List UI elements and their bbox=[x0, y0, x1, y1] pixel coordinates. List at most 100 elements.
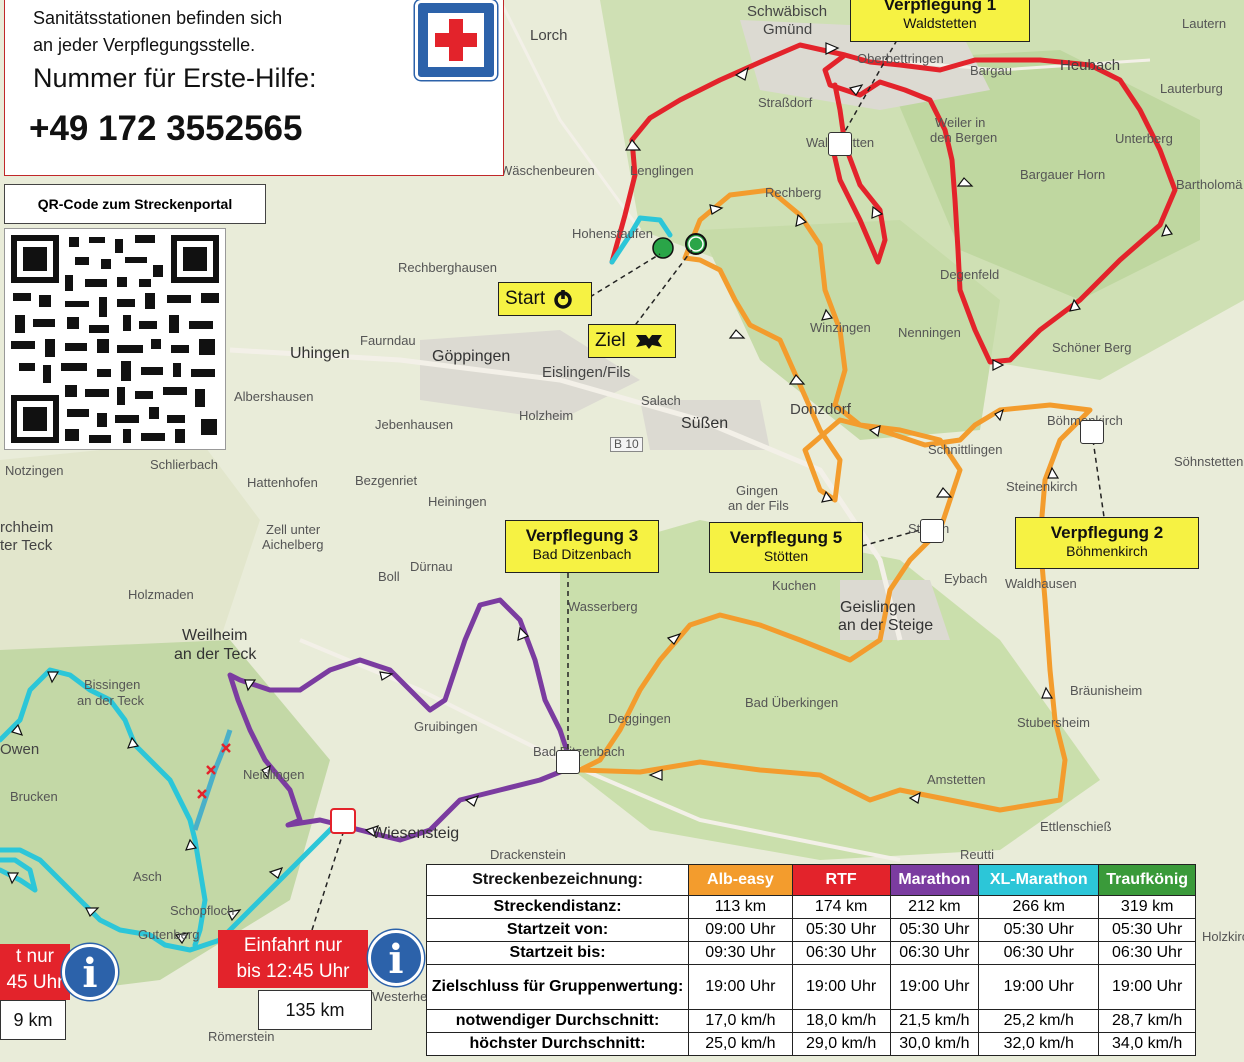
route-marathon bbox=[227, 597, 573, 843]
place-label: Schlierbach bbox=[150, 457, 218, 472]
table-row: Zielschluss für Gruppenwertung: 19:00 Uh… bbox=[425, 964, 1196, 1010]
place-label: Weilheim bbox=[182, 627, 248, 644]
place-label: Schwäbisch bbox=[747, 3, 828, 20]
place-label: Römerstein bbox=[208, 1029, 275, 1044]
route-alb-easy-header: Alb-easy bbox=[688, 864, 793, 896]
place-label: Amstetten bbox=[927, 772, 986, 787]
place-label: Straßdorf bbox=[758, 95, 813, 110]
place-label: Asch bbox=[133, 869, 162, 884]
ziel-label: Ziel bbox=[588, 324, 676, 358]
place-label: Hattenhofen bbox=[247, 475, 318, 490]
place-label: an der Fils bbox=[728, 498, 789, 513]
place-label: Bad Überkingen bbox=[745, 695, 839, 710]
place-label: Brucken bbox=[10, 789, 58, 804]
place-label: Owen bbox=[0, 741, 40, 758]
place-label: Unterberg bbox=[1115, 131, 1173, 146]
place-label: Albershausen bbox=[234, 389, 314, 404]
place-label: Bissingen bbox=[84, 677, 141, 692]
place-label: Nenningen bbox=[898, 325, 961, 340]
place-label: Reutti bbox=[960, 847, 994, 862]
verpflegung-2-label: Verpflegung 2 Böhmenkirch bbox=[1015, 517, 1199, 569]
table-row: Streckendistanz: 113 km 174 km 212 km 26… bbox=[425, 895, 1196, 919]
place-label: Aichelberg bbox=[262, 537, 324, 552]
place-label: Göppingen bbox=[432, 348, 511, 365]
place-label: rchheim bbox=[0, 519, 54, 536]
info-icon: i bbox=[368, 930, 424, 986]
qr-code[interactable] bbox=[4, 228, 226, 450]
place-label: Jebenhausen bbox=[375, 417, 454, 432]
place-label: den Bergen bbox=[930, 130, 998, 145]
route-legend-table: Streckenbezeichnung: Alb-easy RTF Marath… bbox=[425, 864, 1196, 1056]
power-icon bbox=[554, 290, 572, 309]
stopwatch-icon bbox=[330, 808, 356, 834]
place-label: Söhnstetten bbox=[1174, 454, 1244, 469]
place-label: Bräunisheim bbox=[1070, 683, 1143, 698]
road-label: B 10 bbox=[610, 437, 643, 452]
table-row: Startzeit von: 09:00 Uhr 05:30 Uhr 05:30… bbox=[425, 918, 1196, 942]
place-label: Degenfeld bbox=[940, 267, 1000, 282]
place-label: Holzheim bbox=[519, 408, 574, 423]
place-label: Waldhausen bbox=[1005, 576, 1077, 591]
entry-panel-left: t nur 45 Uhr bbox=[0, 944, 70, 1000]
place-label: an der Steige bbox=[838, 617, 934, 634]
place-label: Weiler in bbox=[935, 115, 986, 130]
place-label: Lorch bbox=[530, 27, 568, 44]
verpflegung-1-label: Verpflegung 1 Waldstetten bbox=[850, 0, 1030, 42]
food-station-icon bbox=[828, 132, 852, 156]
entry-km-left: 9 km bbox=[0, 1000, 66, 1040]
place-label: Heubach bbox=[1060, 57, 1121, 74]
place-label: Lauterburg bbox=[1160, 81, 1223, 96]
route-marathon-header: Marathon bbox=[889, 864, 980, 896]
phone-number: +49 172 3552565 bbox=[29, 109, 303, 148]
food-station-icon bbox=[1080, 420, 1104, 444]
place-label: Deggingen bbox=[608, 711, 671, 726]
place-label: Süßen bbox=[681, 415, 729, 432]
place-label: Steinenkirch bbox=[1006, 479, 1078, 494]
place-label: Schnittlingen bbox=[928, 442, 1003, 457]
table-row: höchster Durchschnitt: 25,0 km/h 29,0 km… bbox=[425, 1032, 1196, 1056]
place-label: Wäschenbeuren bbox=[500, 163, 595, 178]
route-xl-marathon-header: XL-Marathon bbox=[978, 864, 1100, 896]
place-label: an der Teck bbox=[174, 646, 257, 663]
route-rtf bbox=[609, 42, 1178, 365]
qr-label: QR-Code zum Streckenportal bbox=[4, 184, 266, 224]
place-label: Faurndau bbox=[360, 333, 416, 348]
place-label: Notzingen bbox=[5, 463, 64, 478]
place-label: Rechberghausen bbox=[398, 260, 498, 275]
place-label: Bargau bbox=[970, 63, 1012, 78]
red-cross-icon bbox=[415, 0, 497, 80]
place-label: Wiesensteig bbox=[372, 825, 460, 842]
place-label: Bargauer Horn bbox=[1020, 167, 1106, 182]
entry-panel-right: Einfahrt nur bis 12:45 Uhr bbox=[218, 930, 368, 988]
place-label: Donzdorf bbox=[790, 401, 851, 418]
place-label: Holzmaden bbox=[128, 587, 194, 602]
place-label: Lautern bbox=[1182, 16, 1227, 31]
place-label: Wasserberg bbox=[568, 599, 638, 614]
place-label: Ettlenschieß bbox=[1040, 819, 1112, 834]
legend-header: Streckenbezeichnung: bbox=[425, 864, 690, 896]
place-label: Lenglingen bbox=[630, 163, 694, 178]
place-label: Bartholomä bbox=[1176, 177, 1243, 192]
place-label: Zell unter bbox=[266, 522, 321, 537]
place-label: Winzingen bbox=[810, 320, 871, 335]
place-label: Hohenstaufen bbox=[572, 226, 653, 241]
place-label: ter Teck bbox=[0, 537, 53, 554]
place-label: Boll bbox=[378, 569, 400, 584]
verpflegung-5-label: Verpflegung 5 Stötten bbox=[709, 522, 863, 573]
table-row: Startzeit bis: 09:30 Uhr 06:30 Uhr 06:30… bbox=[425, 941, 1196, 965]
place-label: Gmünd bbox=[763, 21, 813, 38]
finish-ribbon-icon bbox=[635, 335, 662, 349]
place-label: Eislingen/Fils bbox=[542, 364, 631, 381]
place-label: Eybach bbox=[944, 571, 988, 586]
place-label: Bezgenriet bbox=[355, 473, 418, 488]
place-label: Stubersheim bbox=[1017, 715, 1090, 730]
route-traufkoenig-header: Traufkönig bbox=[1098, 864, 1196, 896]
table-row: notwendiger Durchschnitt: 17,0 km/h 18,0… bbox=[425, 1009, 1196, 1033]
route-alb-easy bbox=[577, 187, 1093, 813]
place-label: Geislingen bbox=[840, 599, 916, 616]
place-label: Westerheim bbox=[372, 989, 442, 1004]
place-label: Uhingen bbox=[290, 345, 350, 362]
route-rtf-header: RTF bbox=[791, 864, 891, 896]
first-aid-box: Sanitätsstationen befinden sich an jeder… bbox=[4, 0, 504, 176]
place-label: Gingen bbox=[736, 483, 778, 498]
